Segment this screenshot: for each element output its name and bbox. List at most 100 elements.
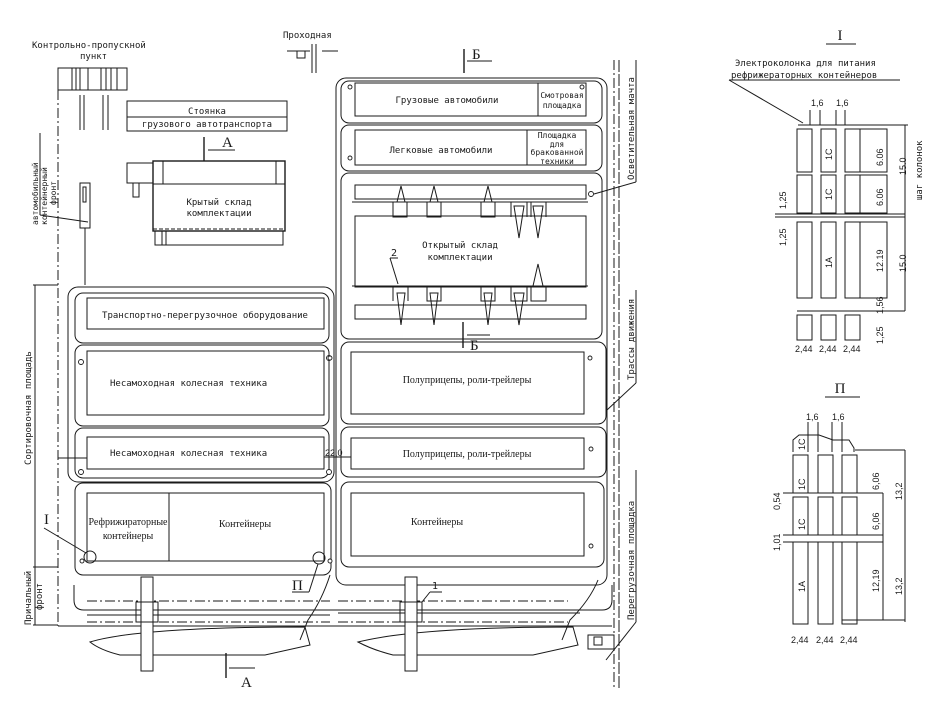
berth-front-label-1: Причальный <box>24 571 34 625</box>
auto-front-label-2: контейнерный <box>40 167 49 225</box>
passage: Проходная <box>283 31 338 73</box>
detail-II-span-1: 13,2 <box>894 482 904 500</box>
reefer-label-1: Рефрижираторные <box>88 517 168 528</box>
truck-parking-label-2: грузового автотранспорта <box>142 120 272 130</box>
detail-II-span-2: 13,2 <box>894 577 904 595</box>
truck-parking-area <box>126 100 288 132</box>
detail-II-length-1: 6,06 <box>871 472 881 490</box>
semitrailers-label-1: Полуприцепы, роли-трейлеры <box>403 375 532 386</box>
detail-I-label-1C-a: 1C <box>824 148 834 160</box>
callout-I-circle <box>83 550 97 564</box>
transfer-area-label: Перегрузочная площадка <box>627 501 637 620</box>
detail-I: I Электроколонка для питания рефрижерато… <box>728 28 925 354</box>
truck-parking: Стоянка грузового автотранспорта <box>126 100 288 132</box>
detail-I-bottom-dim-2: 1,25 <box>875 326 885 344</box>
containers-area-right <box>350 492 585 557</box>
detail-I-column-step: шаг колонок <box>915 140 925 200</box>
non-self-propelled-label-2: Несамоходная колесная техника <box>110 449 267 459</box>
checkpoint-label-2: пункт <box>80 52 107 62</box>
non-self-propelled-area-1 <box>86 350 325 416</box>
callout-II-circle <box>312 551 326 565</box>
berth-front-label-2: фронт <box>35 583 45 610</box>
detail-I-note-2: рефрижераторных контейнеров <box>731 71 877 81</box>
traffic-routes-label: Трассы движения <box>627 299 637 380</box>
detail-II-length-2: 6,06 <box>871 512 881 530</box>
berth: 1 А <box>58 574 615 691</box>
open-warehouse-area <box>354 215 587 288</box>
detail-II-gap-2: 1,6 <box>832 412 845 422</box>
auto-front-label-1: автомобильный <box>30 162 40 225</box>
callout-2-label: 2 <box>391 248 397 259</box>
trucks-label: Грузовые автомобили <box>396 95 499 106</box>
detail-I-length-3: 12.19 <box>875 249 885 272</box>
detail-I-left-dim-2: 1,25 <box>778 228 788 246</box>
section-a-label-bottom: А <box>241 675 252 691</box>
detail-II-width-1: 2,44 <box>791 635 809 645</box>
detail-II-gap-1: 1,6 <box>806 412 819 422</box>
containers-left-label: Контейнеры <box>219 519 271 530</box>
non-self-propelled-label-1: Несамоходная колесная техника <box>110 379 267 389</box>
callout-I-label: I <box>44 512 49 528</box>
detail-II-label-1C-c: 1C <box>797 518 807 530</box>
detail-I-width-2: 2,44 <box>819 344 837 354</box>
ship-left <box>88 626 311 656</box>
right-yard: Грузовые автомобили Смотровая площадка Л… <box>324 77 608 586</box>
detail-II-label-1C-a: 1C <box>797 438 807 450</box>
detail-I-bottom-dim-1: 1,56 <box>875 296 885 314</box>
lighting-mast-point <box>588 191 594 197</box>
semitrailers-area-2 <box>350 437 585 470</box>
open-warehouse-label-1: Открытый склад <box>422 241 498 251</box>
sorting-area-label: Сортировочная площадь <box>24 351 34 465</box>
cars-label: Легковые автомобили <box>390 145 493 156</box>
detail-I-width-1: 2,44 <box>795 344 813 354</box>
crane-markers-bottom <box>392 263 547 326</box>
containers-area-left <box>86 492 325 562</box>
lighting-mast-label: Осветительная мачта <box>627 77 637 180</box>
quay-crane-right <box>404 576 418 672</box>
truck-parking-label-1: Стоянка <box>188 107 226 117</box>
detail-II: П 1,6 1,6 1C 1C 1C 1A 6,06 6,06 12,19 13… <box>772 381 906 645</box>
non-self-propelled-area-2 <box>86 436 325 470</box>
section-marker-b-top: Б <box>463 47 492 73</box>
left-yard: Транспортно-перегрузочное оборудование Н… <box>43 286 335 594</box>
detail-II-width-2: 2,44 <box>816 635 834 645</box>
reefer-label-2: контейнеры <box>103 531 154 542</box>
detail-I-length-2: 6.06 <box>875 188 885 206</box>
detail-I-left-dim-1: 1,25 <box>778 191 788 209</box>
dimension-22: 22,0 <box>325 448 343 458</box>
detail-I-width-3: 2,44 <box>843 344 861 354</box>
detail-I-span-2: 15.0 <box>898 254 908 272</box>
auto-front-label-3: фронт <box>49 181 58 205</box>
reject-label-4: техники <box>540 157 574 166</box>
detail-II-label-1A: 1A <box>797 581 807 592</box>
section-b-label-top: Б <box>472 47 481 63</box>
detail-I-label-1C-b: 1C <box>824 188 834 200</box>
detail-II-left-dim-1: 0,54 <box>772 492 782 510</box>
covered-warehouse: Крытый склад комплектации <box>126 160 286 246</box>
reject-label-3: бракованной <box>531 147 584 157</box>
handling-equipment-area <box>86 297 325 330</box>
ship-right <box>356 626 579 656</box>
detail-I-gap-1: 1,6 <box>811 98 824 108</box>
auto-container-front: автомобильный контейнерный фронт <box>30 133 91 285</box>
section-b-label-bottom: Б <box>470 338 479 354</box>
trucks-area <box>354 82 587 117</box>
handling-equipment-label: Транспортно-перегрузочное оборудование <box>102 310 308 321</box>
open-warehouse-label-2: комплектации <box>427 253 492 263</box>
detail-II-label-1C-b: 1C <box>797 478 807 490</box>
callout-II-label: П <box>292 578 303 594</box>
checkpoint: Контрольно-пропускной пункт <box>32 41 146 130</box>
callout-1-label: 1 <box>432 581 438 592</box>
checkpoint-label-1: Контрольно-пропускной <box>32 41 146 51</box>
detail-II-title: П <box>835 381 846 397</box>
passage-label: Проходная <box>283 31 332 41</box>
containers-right-label: Контейнеры <box>411 517 463 528</box>
traffic-routes: Осветительная мачта Трассы движения Пере… <box>593 60 637 690</box>
cars-area <box>354 129 587 166</box>
detail-I-title: I <box>838 28 843 44</box>
detail-I-length-1: 6.06 <box>875 148 885 166</box>
reject-label-2: для <box>550 140 564 149</box>
semitrailers-area-1 <box>350 351 585 415</box>
crane-markers-top <box>392 185 547 239</box>
reject-label-1: Площадка <box>538 131 577 140</box>
